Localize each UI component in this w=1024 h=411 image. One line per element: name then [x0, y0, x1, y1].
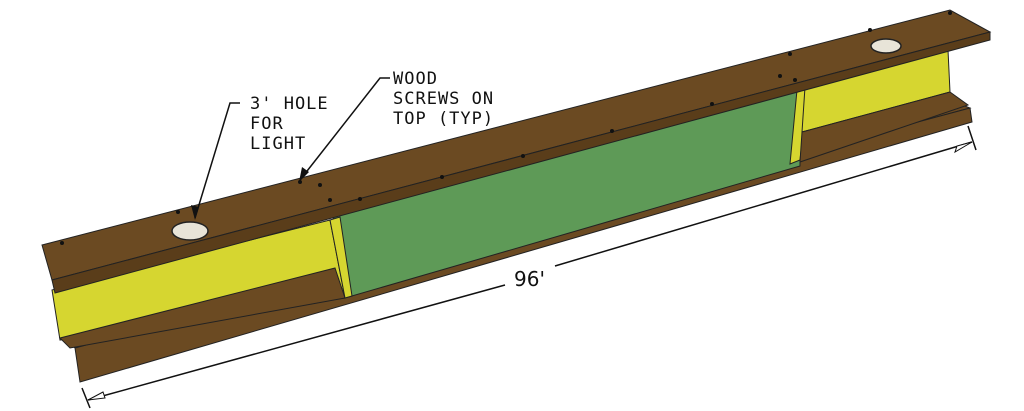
hole-label-line-1: 3' HOLE	[250, 94, 329, 114]
screws-label-line-2: SCREWS ON	[393, 89, 494, 109]
light-hole-left	[171, 221, 209, 241]
light-hole-right	[870, 38, 902, 54]
screws-leader	[299, 77, 390, 181]
dimension-tick-left	[81, 387, 91, 409]
dimension-arrow-left-icon	[87, 391, 106, 401]
top-flange-edge	[51, 31, 991, 294]
dimension-line-right	[554, 141, 973, 267]
panel-edge-left	[329, 216, 353, 299]
hole-label-line-2: FOR	[250, 114, 284, 134]
screws-leader-arrow-icon	[299, 167, 309, 182]
screws	[60, 11, 952, 245]
hole-leader-arrow-icon	[191, 205, 199, 220]
dimension-line-left	[87, 284, 506, 401]
length-label: 96'	[514, 267, 545, 291]
dimension-tick-right	[967, 125, 977, 151]
hole-label-line-3: LIGHT	[250, 134, 306, 154]
screws-label-line-3: TOP (TYP)	[393, 109, 494, 129]
hole-leader	[194, 102, 240, 219]
right-web-shelf	[799, 91, 970, 163]
screws-label-line-1: WOOD	[393, 69, 438, 89]
dimension-arrow-right-icon	[954, 141, 973, 154]
